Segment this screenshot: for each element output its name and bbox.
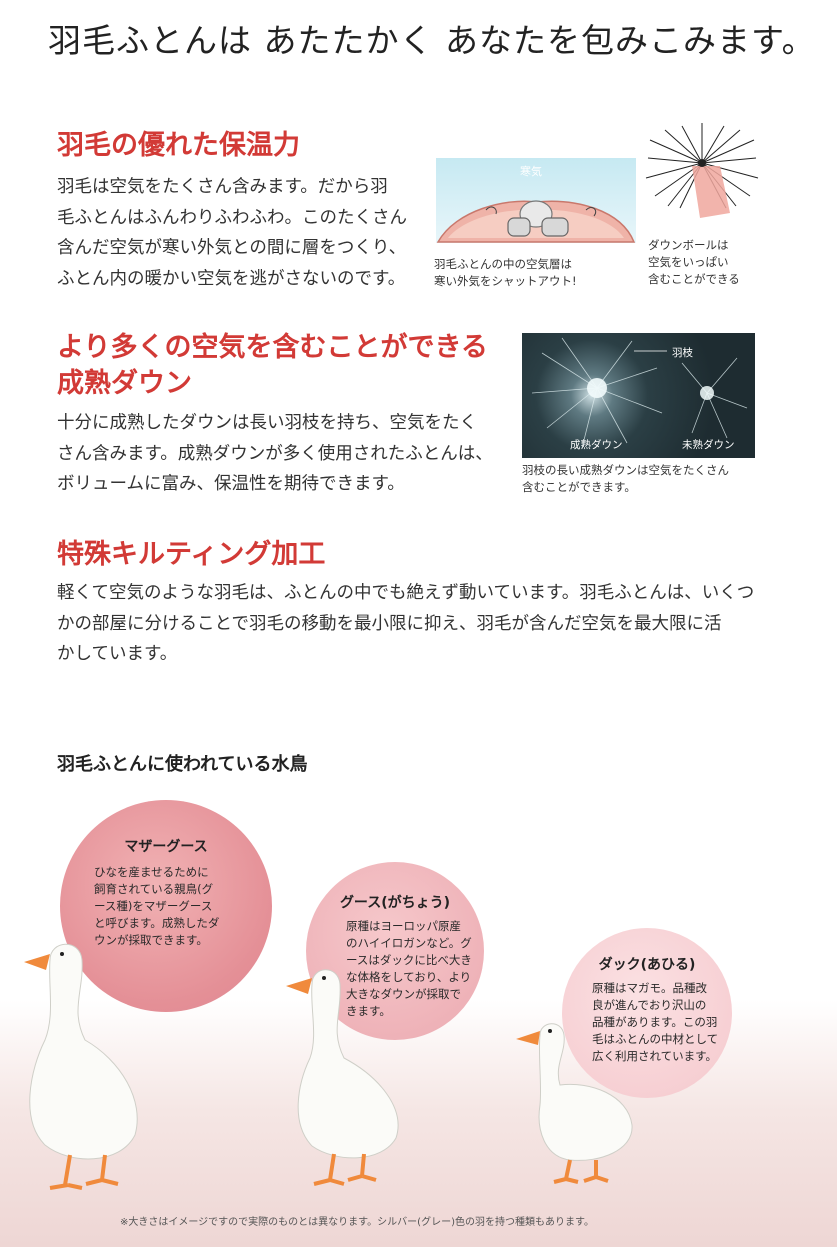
downball-caption-line: 含むことができる bbox=[648, 272, 740, 286]
bird-desc-line: 毛はふとんの中材として bbox=[592, 1032, 719, 1046]
section1-line: 毛ふとんはふんわりふわふわ。このたくさん bbox=[57, 207, 407, 228]
page-headline: 羽毛ふとんは あたたかく あなたを包みこみます。 bbox=[48, 21, 816, 60]
photo-label-mature: 成熟ダウン bbox=[570, 439, 623, 451]
futon-caption-line: 羽毛ふとんの中の空気層は bbox=[434, 257, 572, 271]
down-fibers-illustration bbox=[531, 337, 748, 449]
section1-line: 羽毛は空気をたくさん含みます。だから羽 bbox=[57, 177, 388, 197]
downball-caption-line: 空気をいっぱい bbox=[648, 255, 729, 269]
bird-desc-mother-goose: ひなを産ませるために 飼育されている親鳥(グ ース種)をマザーグース と呼びます… bbox=[94, 864, 219, 949]
bird-name-duck: ダック(あひる) bbox=[598, 957, 696, 973]
bird-name-goose: グース(がちょう) bbox=[339, 895, 451, 911]
bird-desc-line: 原種はヨーロッパ原産 bbox=[346, 919, 461, 933]
futon-caption: 羽毛ふとんの中の空気層は 寒い外気をシャットアウト! bbox=[434, 256, 577, 290]
goose-illustration bbox=[286, 969, 399, 1186]
section2-title: より多くの空気を含むことができる 成熟ダウン bbox=[57, 330, 488, 402]
bird-desc-line: ースはダックに比べ大き bbox=[346, 953, 472, 967]
section1-body: 羽毛は空気をたくさん含みます。だから羽 毛ふとんはふんわりふわふわ。このたくさん… bbox=[57, 172, 427, 294]
duck-circle: ダック(あひる) 原種はマガモ。品種改 良が進んでおり沢山の 品種があります。こ… bbox=[562, 928, 732, 1098]
section2-title-line: 成熟ダウン bbox=[57, 368, 192, 399]
bird-desc-line: 大きなダウンが採取で bbox=[346, 987, 461, 1001]
section1-title: 羽毛の優れた保温力 bbox=[57, 130, 300, 161]
futon-illustration bbox=[436, 200, 636, 243]
futon-caption-line: 寒い外気をシャットアウト! bbox=[434, 274, 577, 288]
bird-desc-line: 原種はマガモ。品種改 bbox=[592, 981, 707, 995]
photo-caption-line: 含むことができます。 bbox=[522, 480, 636, 494]
bird-desc-line: 品種があります。この羽 bbox=[592, 1015, 718, 1029]
section2-line: さん含みます。成熟ダウンが多く使用されたふとんは、 bbox=[57, 443, 493, 464]
section3-line: かしています。 bbox=[57, 644, 178, 664]
section3-body: 軽くて空気のような羽毛は、ふとんの中でも絶えず動いています。羽毛ふとんは、いくつ… bbox=[57, 578, 787, 670]
bird-desc-line: のハイイロガンなど。グ bbox=[346, 936, 472, 950]
section2-body: 十分に成熟したダウンは長い羽枝を持ち、空気をたく さん含みます。成熟ダウンが多く… bbox=[57, 408, 517, 500]
photo-label-branch: 羽枝 bbox=[672, 347, 693, 359]
downball-caption: ダウンボールは 空気をいっぱい 含むことができる bbox=[648, 237, 740, 288]
mother-goose-circle: マザーグース ひなを産ませるために 飼育されている親鳥(グ ース種)をマザーグー… bbox=[60, 800, 272, 1012]
down-ball-illustration bbox=[645, 123, 759, 218]
photo-caption: 羽枝の長い成熟ダウンは空気をたくさん 含むことができます。 bbox=[522, 462, 729, 496]
section3-line: 軽くて空気のような羽毛は、ふとんの中でも絶えず動いています。羽毛ふとんは、いくつ bbox=[57, 583, 755, 603]
bird-desc-line: きます。 bbox=[346, 1004, 391, 1018]
section2-line: 十分に成熟したダウンは長い羽枝を持ち、空気をたく bbox=[57, 413, 477, 433]
mother-goose-illustration bbox=[24, 943, 138, 1190]
downball-caption-line: ダウンボールは bbox=[648, 238, 729, 252]
bird-desc-line: 良が進んでおり沢山の bbox=[592, 998, 707, 1012]
bird-desc-line: と呼びます。成熟したダ bbox=[94, 916, 220, 930]
section1-line: ふとん内の暖かい空気を逃がさないのです。 bbox=[57, 268, 406, 289]
bird-name-mother-goose: マザーグース bbox=[124, 839, 208, 855]
bird-desc-line: な体格をしており、より bbox=[346, 970, 472, 984]
footnote: ※大きさはイメージですので実際のものとは異なります。シルバー(グレー)色の羽を持… bbox=[120, 1217, 594, 1228]
birds-section-title: 羽毛ふとんに使われている水鳥 bbox=[57, 754, 308, 775]
bird-desc-line: ース種)をマザーグース bbox=[94, 899, 213, 913]
duck-illustration bbox=[516, 1023, 633, 1184]
bird-desc-goose: 原種はヨーロッパ原産 のハイイロガンなど。グ ースはダックに比べ大き な体格をし… bbox=[346, 918, 472, 1020]
photo-label-immature: 未熟ダウン bbox=[682, 439, 735, 451]
down-photo: 羽枝 成熟ダウン 未熟ダウン bbox=[522, 333, 755, 458]
section2-line: ボリュームに富み、保温性を期待できます。 bbox=[57, 474, 405, 494]
cold-air-label: 寒気 bbox=[520, 165, 542, 178]
section1-line: 含んだ空気が寒い外気との間に層をつくり、 bbox=[57, 238, 407, 258]
bird-desc-line: ウンが採取できます。 bbox=[94, 933, 208, 947]
section3-title: 特殊キルティング加工 bbox=[57, 539, 326, 570]
section2-title-line: より多くの空気を含むことができる bbox=[57, 332, 488, 363]
bird-desc-line: 飼育されている親鳥(グ bbox=[94, 882, 214, 896]
bird-desc-line: 広く利用されています。 bbox=[592, 1049, 718, 1063]
section3-line: かの部屋に分けることで羽毛の移動を最小限に抑え、羽毛が含んだ空気を最大限に活 bbox=[57, 613, 722, 634]
photo-caption-line: 羽枝の長い成熟ダウンは空気をたくさん bbox=[522, 463, 729, 477]
bird-desc-line: ひなを産ませるために bbox=[94, 865, 209, 879]
bird-desc-duck: 原種はマガモ。品種改 良が進んでおり沢山の 品種があります。この羽 毛はふとんの… bbox=[592, 980, 718, 1065]
